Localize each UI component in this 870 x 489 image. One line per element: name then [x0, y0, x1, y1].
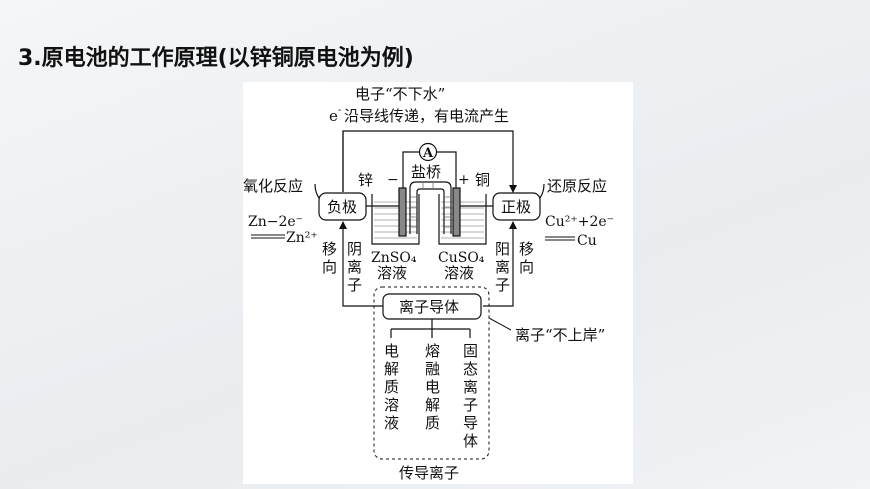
conductor-type-char: 液: [384, 414, 399, 432]
conductor-type-char: 体: [463, 432, 478, 450]
conductor-type-solid-ion-conductor: 固 态 离 子 导 体: [463, 342, 478, 450]
oxidation-bracket: [314, 183, 320, 199]
right-solution-formula: CuSO₄: [438, 250, 485, 266]
conductor-type-char: 溶: [384, 396, 399, 414]
left-move-text: 移 向: [322, 240, 337, 276]
right-move-char: 向: [519, 258, 534, 276]
left-move-char: 移: [322, 240, 337, 258]
anion-char: 离: [347, 258, 362, 276]
ion-conductor-box: 离子导体: [382, 293, 482, 320]
conductor-type-char: 态: [463, 360, 478, 378]
cathode-reaction-top: Cu²⁺+2e⁻: [545, 214, 614, 230]
right-beaker: [438, 187, 487, 245]
ion-conductor-region: [373, 286, 490, 460]
electron-flow-text: 沿导线传递，有电流产生: [344, 107, 509, 125]
anion-path: [339, 221, 383, 307]
left-solution-formula: ZnSO₄: [371, 250, 417, 266]
conductor-type-char: 解: [384, 360, 399, 378]
ammeter: A: [418, 142, 438, 162]
right-move-text: 移 向: [519, 240, 534, 276]
inner-wire: [402, 151, 457, 204]
electron-label: 电子“不下水”: [355, 85, 445, 103]
negative-electrode-label: 负极: [327, 198, 357, 216]
galvanic-cell-diagram: 电子“不下水” e - 沿导线传递，有电流产生 A 锌 − 盐桥 + 铜: [243, 82, 633, 484]
cation-char: 子: [495, 276, 510, 294]
conductor-type-char: 电: [425, 378, 440, 396]
cathode-reaction-bottom: Cu: [577, 233, 597, 249]
ion-label: 离子“不上岸”: [515, 326, 605, 344]
ammeter-label: A: [422, 146, 434, 161]
anode-reaction-bottom: Zn²⁺: [286, 230, 318, 246]
conductor-type-char: 质: [384, 378, 399, 396]
oxidation-label: 氧化反应: [243, 177, 303, 195]
conductor-type-char: 解: [425, 396, 440, 414]
anion-text: 阴 离 子: [347, 240, 362, 294]
copper-label: 铜: [475, 171, 490, 189]
negative-electrode-box: 负极: [318, 192, 367, 221]
conductor-type-char: 导: [463, 414, 478, 432]
conductor-type-char: 固: [463, 342, 478, 360]
right-solution-name: 溶液: [444, 264, 474, 282]
conductor-type-char: 电: [384, 342, 399, 360]
left-beaker: [371, 187, 420, 245]
salt-bridge: [409, 181, 452, 234]
reduction-label: 还原反应: [547, 177, 607, 195]
conductor-type-char: 离: [463, 378, 478, 396]
zinc-label: 锌: [358, 171, 373, 189]
cation-text: 阳 离 子: [495, 240, 510, 294]
left-solution-name: 溶液: [377, 264, 407, 282]
electron-flow-prefix: e: [329, 107, 338, 125]
conductor-type-char: 子: [463, 396, 478, 414]
reduction-bracket: [539, 183, 545, 199]
minus-sign: −: [387, 172, 399, 188]
conductor-type-char: 熔: [425, 342, 440, 360]
conduct-ions-label: 传导离子: [399, 464, 459, 482]
conductor-type-char: 质: [425, 414, 440, 432]
cation-path: [483, 221, 517, 307]
electron-flow-sup: -: [338, 105, 341, 116]
slide-title: 3.原电池的工作原理(以锌铜原电池为例): [18, 46, 414, 71]
conductor-tree: [390, 319, 471, 338]
positive-electrode-label: 正极: [501, 198, 531, 216]
positive-electrode-box: 正极: [492, 192, 541, 221]
cation-char: 阳: [495, 240, 510, 258]
anode-reaction-top: Zn−2e⁻: [248, 214, 303, 230]
conductor-type-char: 融: [425, 360, 440, 378]
cation-char: 离: [495, 258, 510, 276]
right-move-char: 移: [519, 240, 534, 258]
salt-bridge-label: 盐桥: [411, 163, 441, 181]
conductor-type-molten-electrolyte: 熔 融 电 解 质: [425, 342, 440, 432]
ion-conductor-label: 离子导体: [399, 298, 459, 316]
plus-sign: +: [458, 172, 470, 188]
external-wire: [342, 130, 517, 193]
anion-char: 子: [347, 276, 362, 294]
conductor-type-electrolyte-solution: 电 解 质 溶 液: [384, 342, 399, 432]
left-move-char: 向: [322, 258, 337, 276]
anion-char: 阴: [347, 240, 362, 258]
